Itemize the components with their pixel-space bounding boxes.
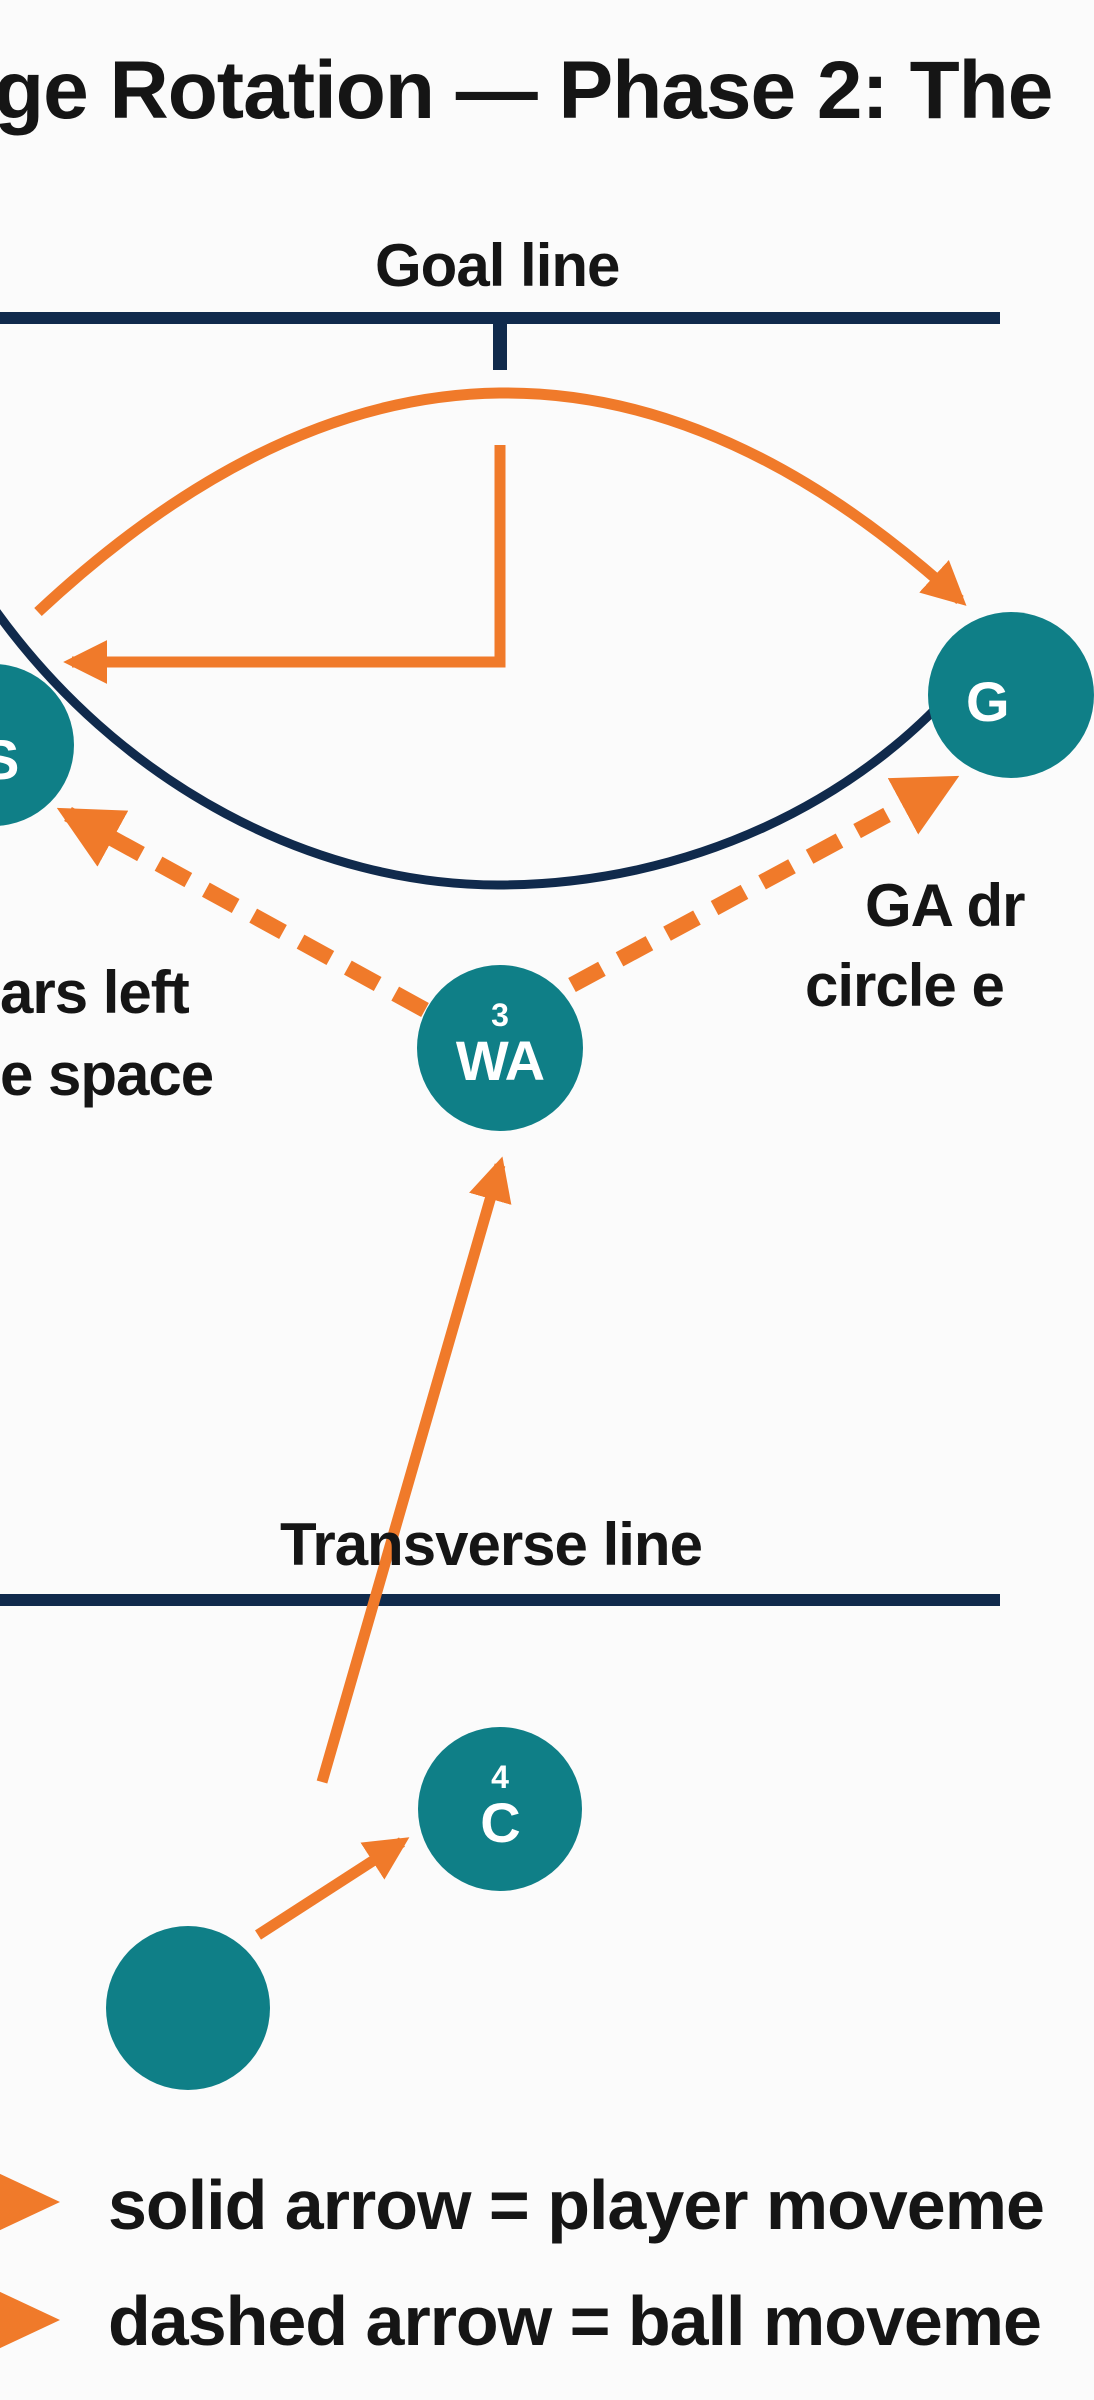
legend-solid-arrow-icon (0, 2172, 60, 2232)
netball-diagram: ge Rotation — Phase 2: The Goal line Tr (0, 50, 1094, 2356)
player-unlabeled (106, 1926, 270, 2090)
legend-solid-text: solid arrow = player moveme (108, 2166, 1045, 2244)
player-gs-position: S (0, 732, 19, 788)
player-wa-position: WA (455, 1029, 545, 1092)
player-wa-number: 3 (491, 997, 509, 1033)
player-movement-l-arrow (63, 445, 506, 684)
player-movement-arrow-to-wa (316, 1156, 512, 1784)
diagram-title: ge Rotation — Phase 2: The (0, 45, 1053, 136)
player-ga-position: G (966, 670, 1010, 733)
player-movement-arrow-to-c (255, 1837, 410, 1940)
transverse-line-label: Transverse line (280, 1511, 703, 1578)
left-note-line-2: e space (0, 1041, 214, 1108)
court-svg (0, 312, 1000, 1940)
legend-dashed-arrow-icon (0, 2290, 60, 2350)
legend-dashed-text: dashed arrow = ball moveme (108, 2282, 1042, 2360)
player-c-number: 4 (491, 1759, 509, 1795)
ball-movement-arrow-right (568, 774, 960, 993)
right-note-line-2: circle e (805, 952, 1005, 1019)
goal-line-label: Goal line (375, 232, 620, 299)
player-c-position: C (480, 1791, 520, 1854)
ball-movement-arrow-left (56, 806, 429, 1018)
left-note-line-1: ars left (0, 959, 190, 1026)
right-note-line-1: GA dr (865, 872, 1025, 939)
player-c: 4 C (418, 1727, 582, 1891)
player-ga: G (928, 612, 1094, 778)
player-movement-arc-arrow (34, 387, 967, 617)
player-wa: 3 WA (417, 965, 583, 1131)
goal-circle-arc (0, 608, 966, 890)
